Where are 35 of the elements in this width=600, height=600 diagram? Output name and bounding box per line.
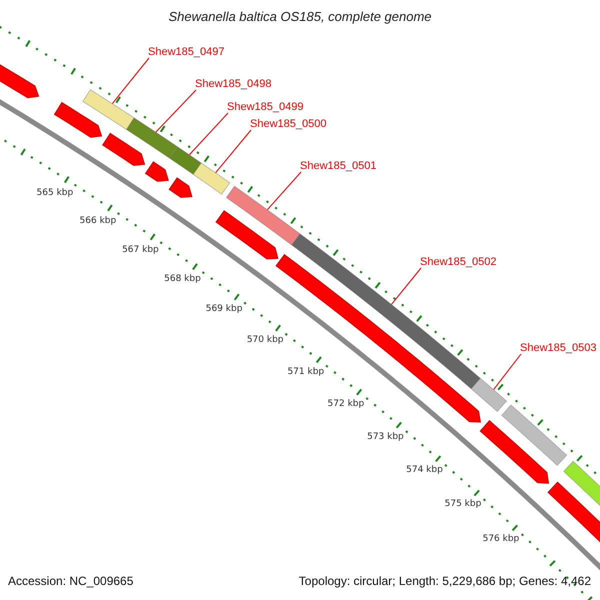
scale-label: 568 kbp — [164, 274, 201, 284]
gene-label: Shew185_0497 — [148, 45, 224, 59]
gene-label: Shew185_0503 — [520, 341, 596, 355]
leader-line — [266, 172, 302, 210]
gene-label: Shew185_0502 — [420, 255, 496, 269]
scale-label: 575 kbp — [444, 499, 482, 510]
scale-label: 572 kbp — [328, 398, 364, 409]
gene-label: Shew185_0501 — [300, 159, 376, 173]
scale-label: 565 kbp — [36, 188, 74, 198]
gene-label: Shew185_0499 — [227, 100, 304, 114]
gene-label: Shew185_0500 — [250, 117, 326, 131]
leader-line — [112, 58, 150, 104]
scale-label: 566 kbp — [80, 216, 116, 226]
leader-line — [155, 90, 196, 133]
scale-label: 567 kbp — [122, 244, 159, 255]
accession-text: Accession: NC_009665 — [8, 574, 134, 588]
leader-line — [390, 268, 422, 305]
leader-line — [493, 354, 522, 390]
scale-label: 574 kbp — [406, 465, 443, 476]
gene-bar — [82, 89, 134, 130]
genome-summary-text: Topology: circular; Length: 5,229,686 bp; Genes: 4,462 — [298, 574, 591, 588]
scale-label: 571 kbp — [287, 366, 324, 377]
gene-bar — [226, 186, 300, 246]
leader-line — [188, 112, 228, 156]
gene-label: Shew185_0498 — [195, 77, 272, 91]
scale-label: 569 kbp — [206, 304, 242, 314]
scale-label: 576 kbp — [482, 534, 520, 544]
gene-bar — [471, 378, 507, 412]
leader-line — [215, 130, 252, 174]
scale-label: 570 kbp — [246, 335, 284, 346]
gene-bar — [126, 118, 178, 158]
gene-bar — [193, 162, 230, 194]
scale-label: 573 kbp — [367, 432, 404, 442]
chart-title: Shewanella baltica OS185, complete genome — [167, 9, 433, 24]
gene-bar — [169, 146, 202, 175]
